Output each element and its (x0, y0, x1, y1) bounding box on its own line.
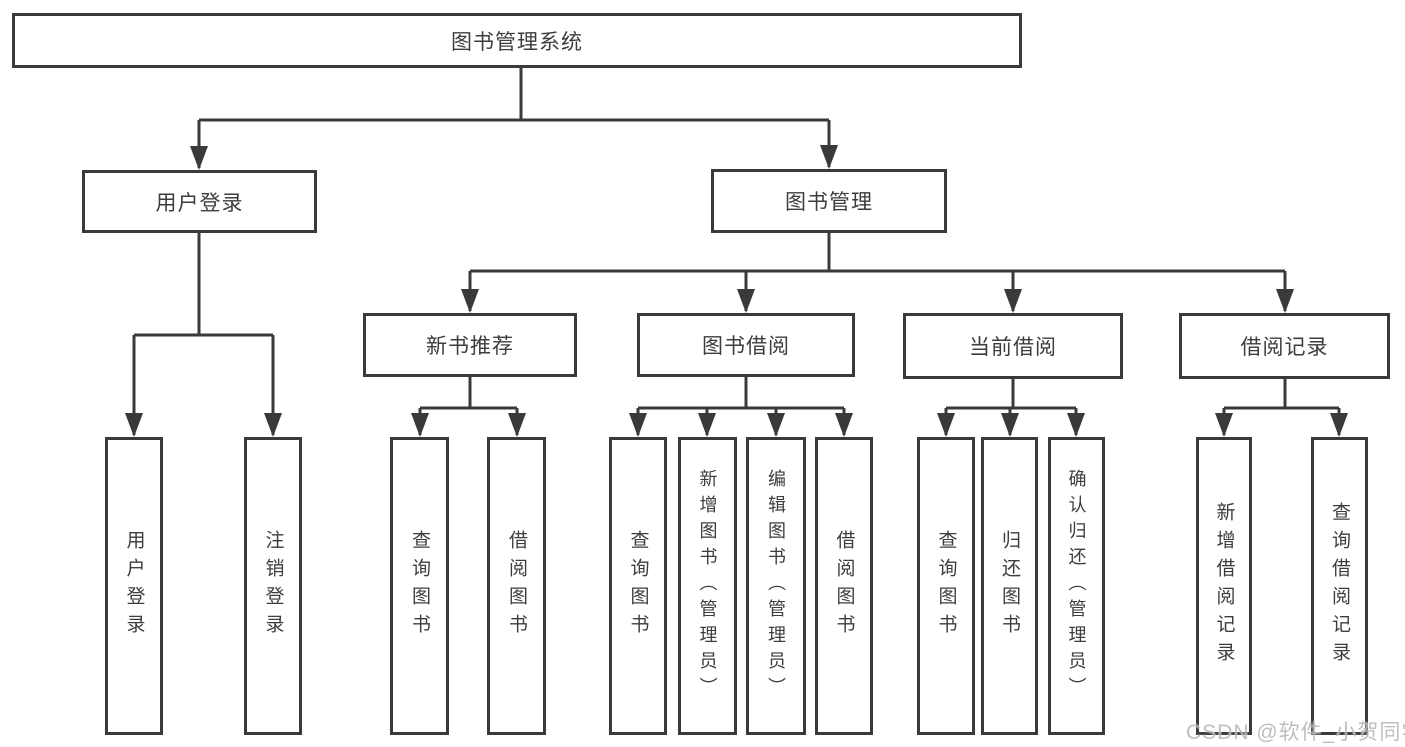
leaf-user-login: 用户登录 (105, 437, 163, 735)
leaf-label: 新增图书（管理员） (697, 469, 718, 703)
leaf-label: 借阅图书 (506, 530, 527, 642)
arrow-down-icon (737, 289, 755, 313)
leaf-logout: 注销登录 (244, 437, 302, 735)
arrow-down-icon (698, 413, 716, 437)
arrow-down-icon (835, 413, 853, 437)
arrow-down-icon (1276, 289, 1294, 313)
node-label: 图书借阅 (702, 335, 790, 358)
leaf-label: 确认归还（管理员） (1066, 469, 1087, 703)
leaf-query-books-recommend: 查询图书 (390, 437, 449, 735)
arrow-down-icon (190, 146, 208, 170)
arrow-down-icon (1330, 413, 1348, 437)
leaf-confirm-return-admin: 确认归还（管理员） (1048, 437, 1105, 735)
leaf-label: 查询图书 (935, 530, 957, 642)
leaf-query-books-current: 查询图书 (917, 437, 975, 735)
leaf-label: 借阅图书 (833, 530, 855, 642)
leaf-label: 查询借阅记录 (1329, 502, 1350, 670)
leaf-query-borrow-record: 查询借阅记录 (1311, 437, 1368, 735)
node-root: 图书管理系统 (12, 13, 1022, 68)
tree-edges (132, 68, 1341, 435)
arrow-down-icon (461, 289, 479, 313)
node-borrowing-records: 借阅记录 (1179, 313, 1390, 379)
leaf-label: 查询图书 (627, 530, 649, 642)
node-root-label: 图书管理系统 (451, 30, 583, 54)
leaf-label: 编辑图书（管理员） (766, 469, 786, 703)
node-label: 用户登录 (155, 191, 244, 215)
arrow-down-icon (411, 413, 429, 437)
node-label: 图书管理 (785, 191, 873, 214)
leaf-edit-books-admin: 编辑图书（管理员） (746, 437, 806, 735)
leaf-borrow-books-recommend: 借阅图书 (487, 437, 546, 735)
arrow-down-icon (508, 413, 526, 437)
node-label: 新书推荐 (426, 335, 514, 358)
arrow-down-icon (1004, 289, 1022, 313)
node-book-management: 图书管理 (711, 169, 947, 233)
leaf-borrow-books: 借阅图书 (815, 437, 873, 735)
leaf-return-books: 归还图书 (981, 437, 1038, 735)
node-book-borrowing: 图书借阅 (637, 313, 855, 377)
arrowheads (125, 145, 1348, 437)
leaf-add-books-admin: 新增图书（管理员） (678, 437, 737, 735)
leaf-label: 查询图书 (409, 530, 430, 642)
arrow-down-icon (125, 413, 143, 437)
leaf-label: 新增借阅记录 (1213, 502, 1235, 670)
node-label: 借阅记录 (1240, 336, 1329, 359)
leaf-label: 注销登录 (262, 530, 284, 642)
node-new-book-recommend: 新书推荐 (363, 313, 577, 377)
leaf-label: 归还图书 (999, 530, 1020, 642)
arrow-down-icon (1001, 413, 1019, 437)
arrow-down-icon (1215, 413, 1233, 437)
arrow-down-icon (629, 413, 647, 437)
arrow-down-icon (767, 413, 785, 437)
node-label: 当前借阅 (969, 336, 1057, 359)
arrow-down-icon (264, 413, 282, 437)
arrow-down-icon (1067, 413, 1085, 437)
csdn-watermark: CSDN @软件_小贺同学 (1186, 721, 1405, 744)
leaf-add-borrow-record: 新增借阅记录 (1196, 437, 1252, 735)
node-current-borrowing: 当前借阅 (903, 313, 1123, 379)
arrow-down-icon (937, 413, 955, 437)
leaf-query-books-borrowing: 查询图书 (609, 437, 667, 735)
node-user-login-branch: 用户登录 (82, 170, 317, 233)
arrow-down-icon (820, 145, 838, 169)
leaf-label: 用户登录 (123, 530, 145, 642)
